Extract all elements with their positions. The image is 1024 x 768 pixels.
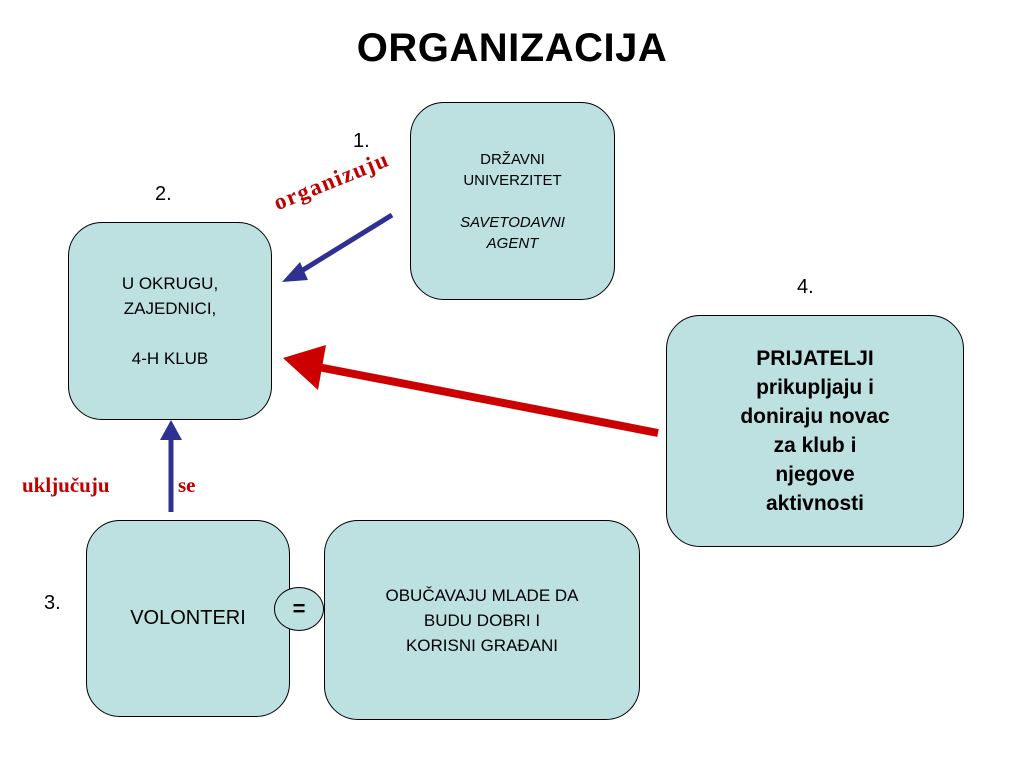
prijatelji-line6: aktivnosti bbox=[765, 492, 865, 515]
obucavaju-line1: OBUČAVAJU MLADE DA bbox=[385, 585, 579, 605]
drzavni-univerzitet-box: DRŽAVNI UNIVERZITET SAVETODAVNI AGENT bbox=[410, 102, 615, 300]
prijatelji-box: PRIJATELJI prikupljaju i doniraju novac … bbox=[666, 315, 964, 547]
obucavaju-line2: BUDU DOBRI I bbox=[423, 610, 541, 630]
ukljucuju-label: uključuju bbox=[22, 473, 110, 497]
prijatelji-line2: prikupljaju i bbox=[756, 376, 874, 399]
volonteri-label: VOLONTERI bbox=[130, 607, 246, 629]
drzavni-line3: SAVETODAVNI bbox=[460, 213, 565, 231]
prijatelji-line1: PRIJATELJI bbox=[756, 347, 874, 370]
okrugu-line2: ZAJEDNICI, bbox=[123, 299, 217, 318]
prijatelji-arrowhead bbox=[283, 345, 326, 390]
prijatelji-line3: doniraju novac bbox=[740, 405, 890, 428]
drzavni-line4: AGENT bbox=[486, 234, 539, 252]
okrugu-line3: 4-H KLUB bbox=[131, 349, 209, 368]
obucavaju-line3: KORISNI GRAĐANI bbox=[405, 635, 559, 655]
prijatelji-line5: njegove bbox=[775, 463, 855, 486]
organizuju-arrow bbox=[288, 212, 394, 281]
prijatelji-line4: za klub i bbox=[773, 434, 857, 457]
step-4-label: 4. bbox=[797, 276, 814, 298]
page-title: ORGANIZACIJA bbox=[356, 26, 668, 70]
drzavni-line1: DRŽAVNI bbox=[480, 150, 545, 168]
okrugu-klub-box: U OKRUGU, ZAJEDNICI, 4-H KLUB bbox=[68, 222, 272, 420]
organizuju-arrowhead bbox=[282, 262, 308, 282]
obucavaju-box: OBUČAVAJU MLADE DA BUDU DOBRI I KORISNI … bbox=[324, 520, 640, 720]
volonteri-box: VOLONTERI bbox=[86, 520, 290, 717]
step-3-label: 3. bbox=[44, 592, 61, 614]
se-label: se bbox=[178, 473, 196, 497]
step-2-label: 2. bbox=[155, 183, 172, 205]
equals-sign: = bbox=[274, 587, 324, 631]
step-1-label: 1. bbox=[353, 130, 370, 152]
drzavni-line2: UNIVERZITET bbox=[463, 171, 562, 189]
ukljucuju-arrowhead bbox=[160, 420, 182, 440]
okrugu-line1: U OKRUGU, bbox=[121, 274, 219, 293]
prijatelji-arrow bbox=[317, 363, 659, 437]
